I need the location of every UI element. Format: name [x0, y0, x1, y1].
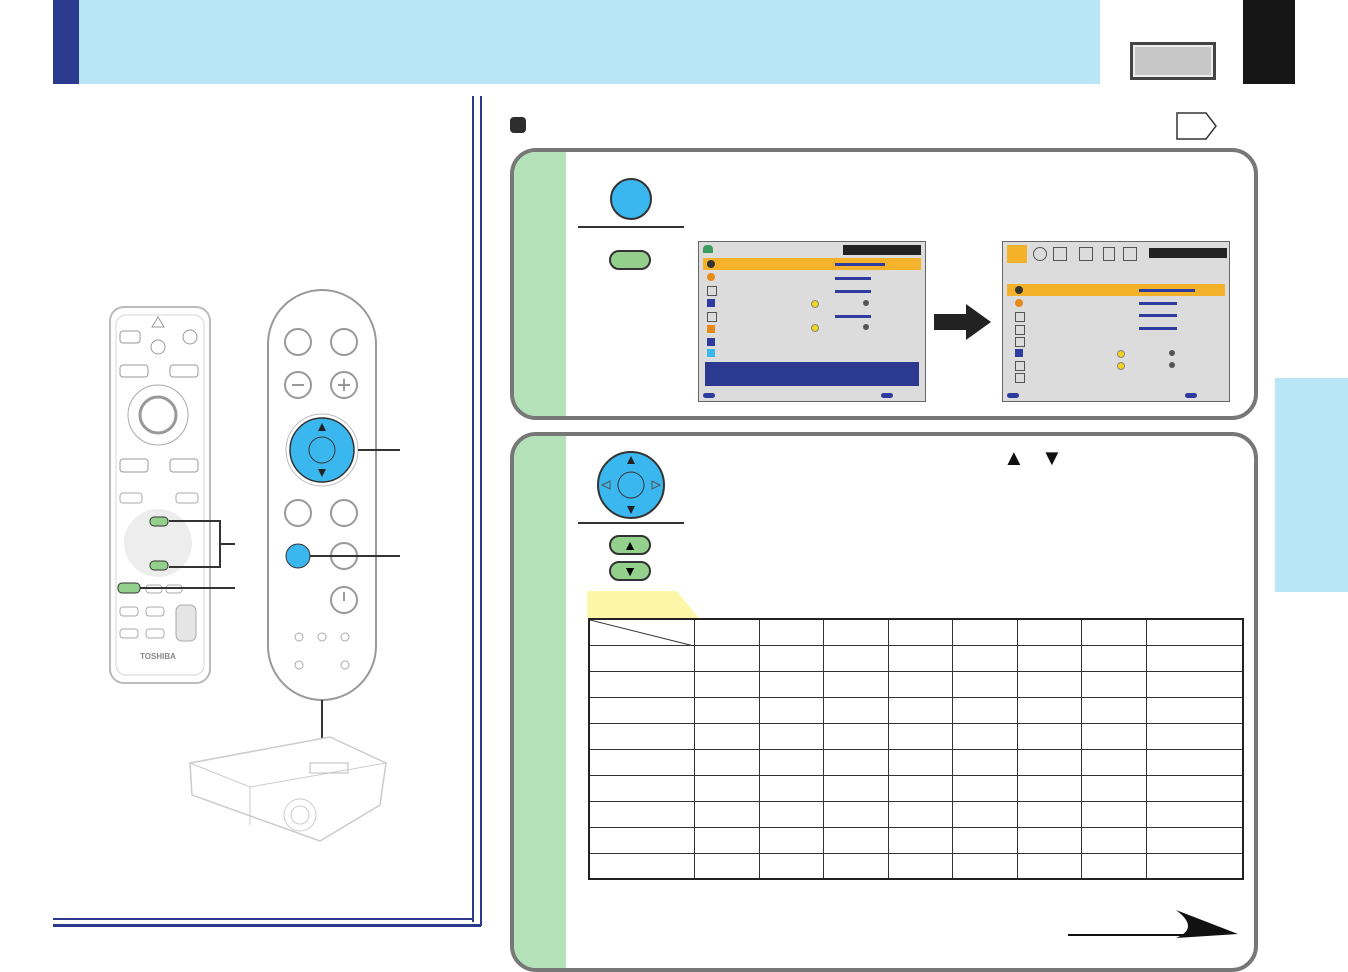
osd-active-tab[interactable] [1007, 245, 1027, 263]
settings-tab-icon[interactable] [1123, 247, 1137, 261]
osd-slider [1139, 327, 1177, 330]
osd-selected-row[interactable] [1007, 284, 1225, 296]
osd-radio [1169, 362, 1175, 368]
osd-radio [1117, 362, 1125, 370]
osd-radio [1169, 350, 1175, 356]
osd-slider [835, 290, 871, 293]
osd-info-panel [705, 362, 919, 386]
osd-menu-left [698, 241, 926, 402]
osd-menu-right [1002, 241, 1230, 402]
osd-slider [1139, 302, 1177, 305]
osd-tab-icon [703, 245, 713, 253]
tint-icon [1015, 325, 1025, 335]
setup-icon [1015, 361, 1025, 371]
side-index-tab[interactable] [1275, 378, 1348, 592]
step-1-strip [514, 152, 566, 416]
osd-slider [1139, 314, 1177, 317]
continue-arrow-icon [1068, 910, 1238, 938]
osd-slider [835, 263, 885, 266]
color-icon [1015, 312, 1025, 322]
screen-tab-icon[interactable] [1079, 247, 1093, 261]
osd-footer-key [703, 393, 715, 398]
osd-footer-key [1185, 393, 1197, 398]
divider-line [472, 96, 474, 922]
tint-icon [707, 299, 715, 307]
osd-footer-key [881, 393, 893, 398]
sharpness-icon [1015, 337, 1025, 347]
next-page-icon[interactable] [1176, 112, 1218, 140]
osd-title-box [1149, 248, 1227, 258]
adjustment-table [588, 618, 1244, 880]
color-icon [707, 286, 717, 296]
step-2-divider [578, 522, 684, 524]
menu-button-icon [610, 178, 652, 220]
arrow-right-icon [934, 304, 991, 340]
image-tab-icon[interactable] [1053, 247, 1067, 261]
reset-icon [1015, 373, 1025, 383]
up-arrow-icon: ▲ [1003, 445, 1025, 470]
osd-slider [1139, 289, 1195, 292]
up-key-icon: ▲ [609, 535, 651, 555]
gamma-icon [707, 325, 715, 333]
contrast-icon [707, 260, 715, 268]
header-bar [53, 0, 1100, 84]
header-tab [53, 0, 79, 84]
divider-line [480, 96, 482, 926]
footer-line [53, 918, 473, 920]
section-bullet [510, 117, 526, 133]
osd-radio [811, 324, 819, 332]
osd-footer-key [1007, 393, 1019, 398]
diagonal-header [590, 620, 689, 644]
footer-line [53, 924, 481, 927]
tools-tab-icon[interactable] [1103, 247, 1115, 261]
osd-title-box [843, 245, 921, 255]
menu-key-icon [609, 250, 651, 270]
display-tab-icon[interactable] [1033, 247, 1047, 261]
chapter-tab [1243, 0, 1295, 84]
down-arrow-icon: ▼ [1041, 445, 1063, 470]
osd-radio [811, 300, 819, 308]
osd-radio [863, 324, 869, 330]
setup-icon [707, 338, 715, 346]
brightness-icon [707, 273, 715, 281]
contrast-icon [1015, 286, 1023, 294]
osd-selected-row[interactable] [703, 258, 921, 270]
gamma-icon [1015, 349, 1023, 357]
contents-button[interactable] [1130, 42, 1216, 80]
osd-slider [835, 277, 871, 280]
step-2-strip [514, 436, 566, 968]
osd-radio [1117, 350, 1125, 358]
dpad-button-icon [597, 451, 665, 519]
step-1-divider [578, 226, 684, 228]
remote-brand: TOSHIBA [140, 652, 176, 661]
osd-radio [863, 300, 869, 306]
brightness-icon [1015, 299, 1023, 307]
remote-illustration: TOSHIBA [109, 289, 400, 842]
osd-slider [835, 315, 871, 318]
sharpness-icon [707, 312, 717, 322]
table-tag [587, 591, 699, 618]
reset-icon [707, 349, 715, 357]
down-key-icon: ▼ [609, 561, 651, 581]
